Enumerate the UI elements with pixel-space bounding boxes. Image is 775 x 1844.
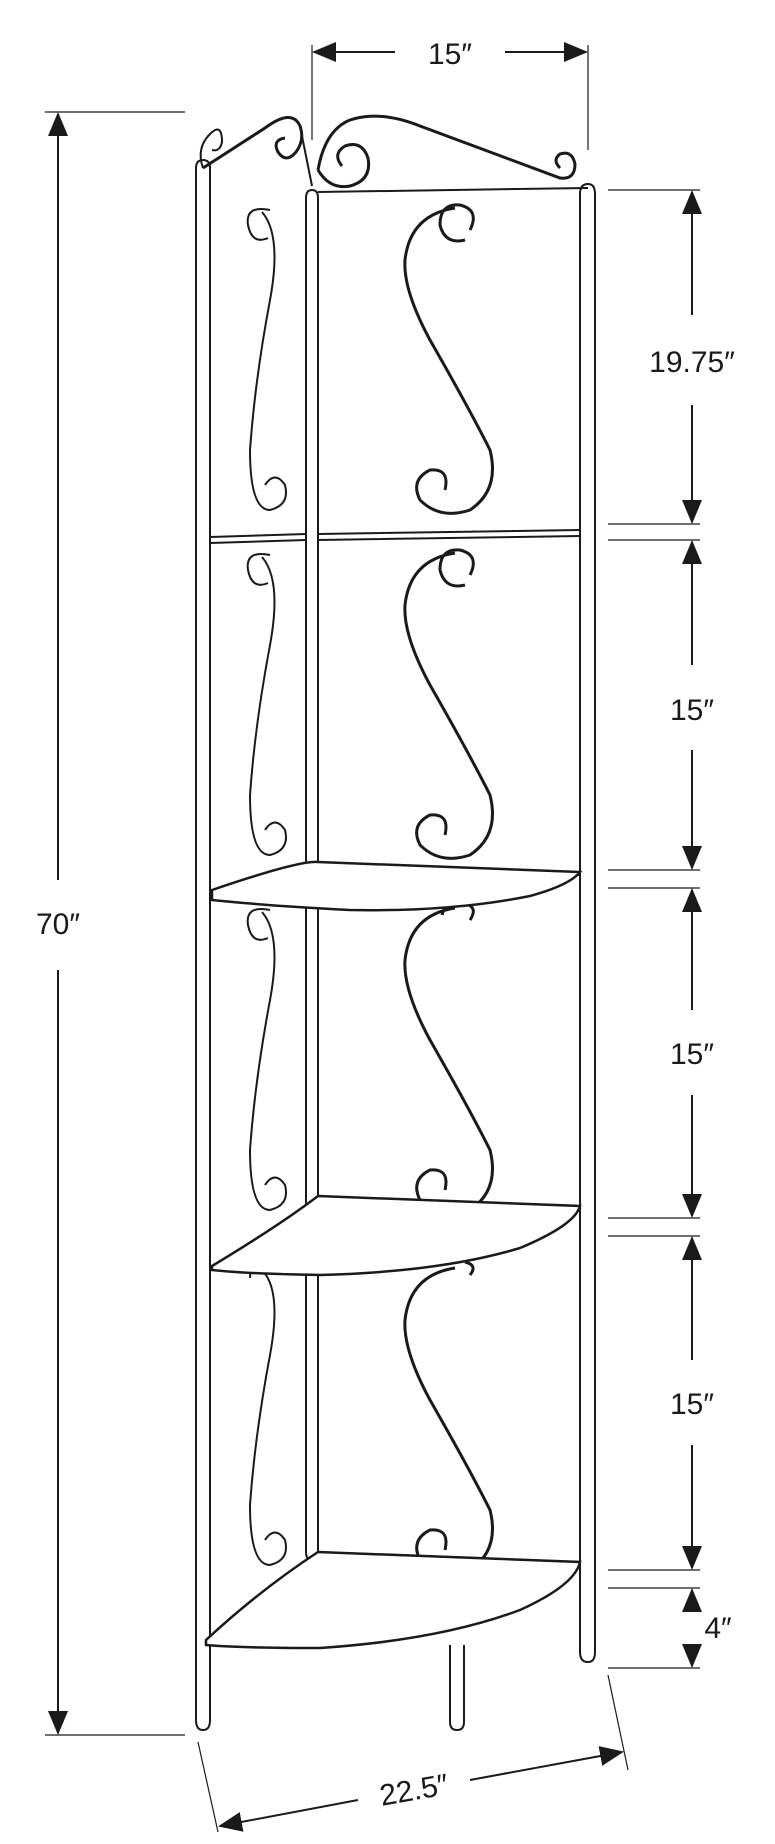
section-3-label: 15″ [670, 1038, 714, 1071]
back-scroll-section-1 [246, 203, 494, 515]
front-leg [449, 1645, 465, 1732]
top-crest-right [316, 114, 589, 193]
dimension-section-2: 15″ [670, 540, 714, 870]
back-scroll-section-2 [246, 548, 494, 860]
section-4-label: 15″ [670, 1388, 714, 1421]
dimension-section-3: 15″ [670, 888, 714, 1218]
top-crest-left [199, 116, 313, 187]
overall-height-label: 70″ [36, 908, 80, 941]
dimension-extension-lines-right [608, 189, 700, 1669]
shelf-4 [204, 1550, 582, 1650]
dimension-base-width: 22.5″ [197, 1674, 629, 1833]
dimension-overall-height: 70″ [36, 111, 185, 1736]
top-section-label: 19.75″ [649, 346, 735, 379]
base-width-label: 22.5″ [377, 1768, 451, 1813]
shelf-3 [210, 1194, 582, 1277]
left-post [195, 158, 211, 1732]
section-2-label: 15″ [670, 694, 714, 727]
dimension-top-section: 19.75″ [649, 190, 735, 524]
bottom-clearance-label: 4″ [704, 1612, 732, 1645]
back-scroll-section-4 [248, 1260, 494, 1575]
right-post [579, 182, 596, 1664]
dimension-bottom-clearance: 4″ [682, 1588, 732, 1668]
frame-rails [209, 529, 581, 1563]
back-scroll-section-3 [246, 901, 494, 1215]
corner-shelf-unit [195, 114, 596, 1732]
shelf-2 [210, 860, 583, 912]
top-width-label: 15″ [428, 38, 472, 71]
dimension-section-4: 15″ [670, 1236, 714, 1570]
dimension-top-width: 15″ [311, 38, 589, 150]
